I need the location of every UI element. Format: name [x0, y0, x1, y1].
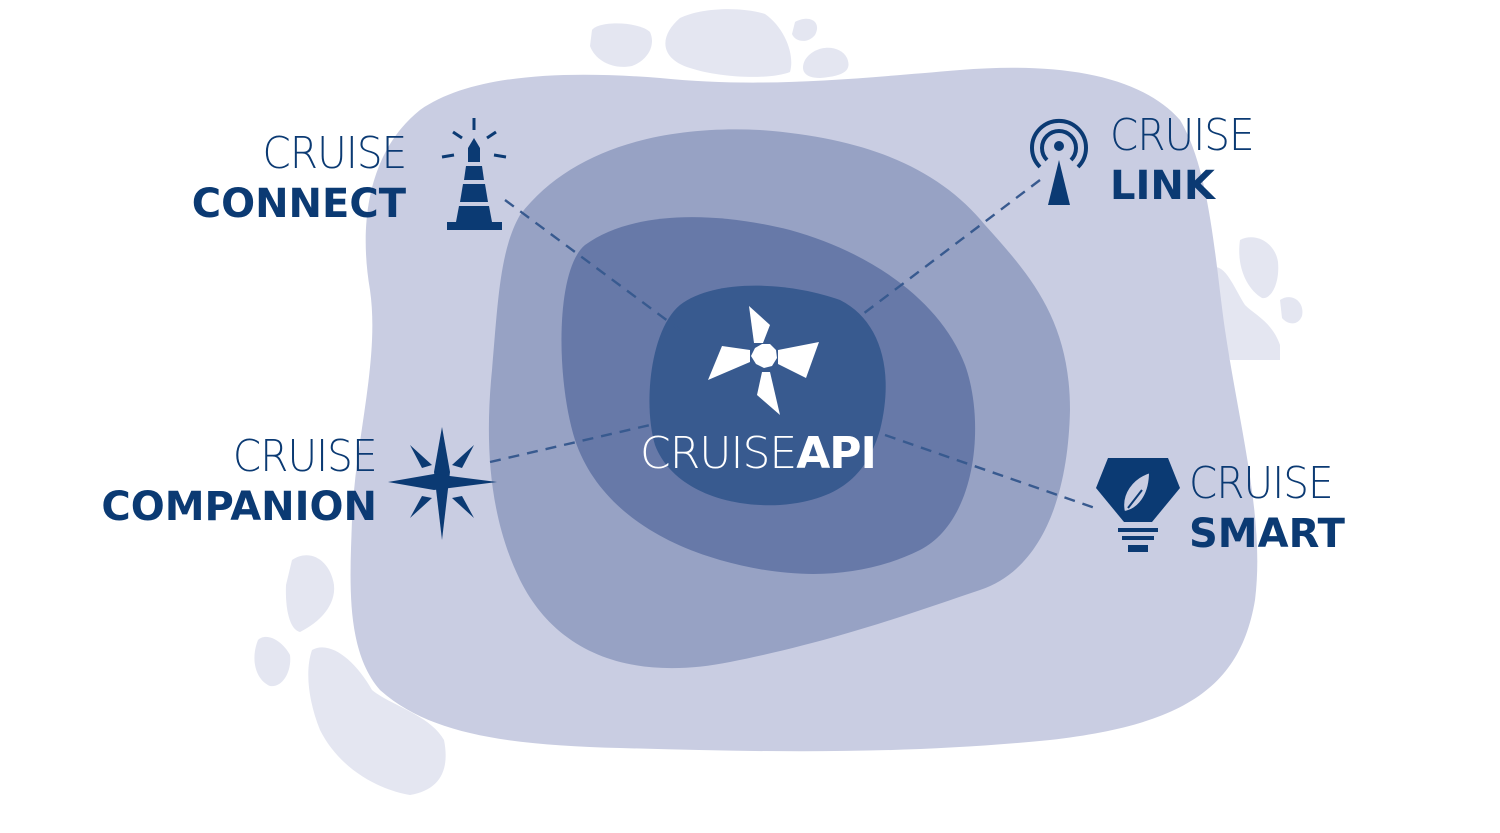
connector-connect: [504, 199, 681, 331]
turbine-blade: [757, 372, 780, 415]
pebble-shape: [1280, 297, 1303, 324]
product-label-smart[interactable]: CRUISE SMART: [1189, 458, 1345, 557]
pebble-shape: [792, 18, 818, 41]
turbine-blade: [708, 346, 750, 380]
pebble-shape: [285, 555, 335, 632]
center-title-bold: API: [796, 428, 877, 479]
pebble-shape: [665, 9, 792, 77]
product-name: SMART: [1189, 511, 1345, 557]
product-line1: CRUISE: [233, 431, 378, 482]
turbine-blade: [749, 306, 770, 343]
center-title-light: CRUISE: [640, 428, 797, 479]
pebble-shape: [1239, 237, 1279, 299]
product-line1: CRUISE: [262, 128, 407, 179]
compass-star-icon: [388, 427, 497, 540]
turbine-icon: [708, 306, 819, 415]
pebble-shape: [1212, 267, 1280, 360]
product-name: CONNECT: [191, 181, 406, 227]
connector-companion: [489, 423, 651, 464]
product-line1: CRUISE: [1189, 458, 1334, 509]
product-label-companion[interactable]: CRUISE COMPANION: [101, 431, 378, 530]
pebble-shape: [590, 23, 652, 67]
lighthouse-icon: [441, 118, 507, 230]
turbine-blade: [778, 342, 819, 378]
pebble-shape: [308, 647, 446, 795]
product-line1: CRUISE: [1110, 110, 1255, 161]
pebble-shape: [802, 47, 849, 78]
center-title: CRUISEAPI: [640, 432, 877, 476]
product-name: LINK: [1110, 163, 1215, 209]
product-label-link[interactable]: CRUISE LINK: [1110, 110, 1266, 209]
leaf-bulb-icon: [1096, 458, 1180, 552]
antenna-icon: [1030, 118, 1088, 205]
connector-link: [854, 179, 1041, 321]
product-label-connect[interactable]: CRUISE CONNECT: [191, 128, 407, 227]
product-name: COMPANION: [101, 484, 377, 530]
pebble-shape: [254, 636, 291, 687]
